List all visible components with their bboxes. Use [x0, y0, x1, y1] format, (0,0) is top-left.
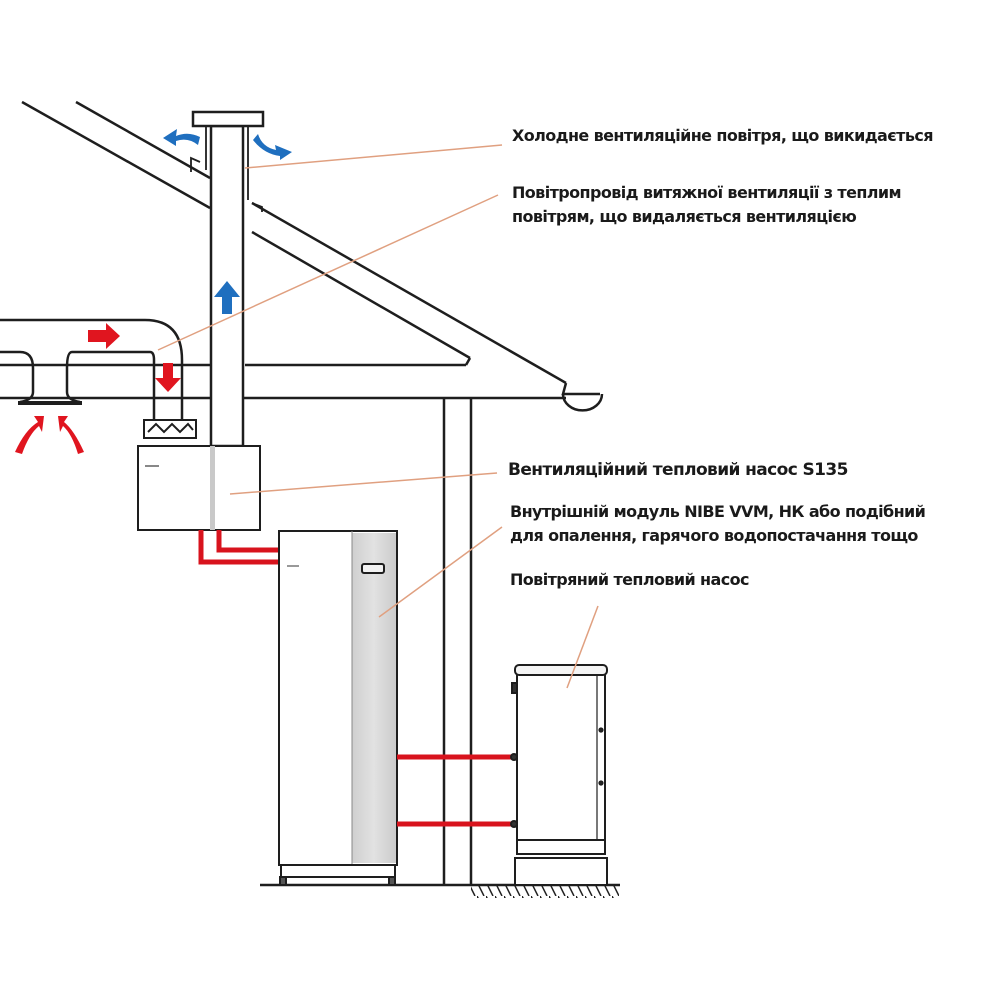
chimney-cap — [191, 110, 265, 128]
display-panel — [361, 563, 385, 574]
filter-box — [143, 419, 197, 439]
arrow-curved-up-left-icon — [58, 416, 84, 454]
label-exhaust-duct-line1: Повітропровід витяжної вентиляції з тепл… — [512, 183, 902, 202]
outdoor-unit-stand — [514, 857, 608, 886]
label-air-heat-pump: Повітряний тепловий насос — [510, 570, 749, 589]
exhaust-duct — [191, 110, 265, 448]
flashing-left — [190, 156, 201, 172]
house-wall — [442, 398, 473, 885]
flashing-right — [251, 202, 263, 212]
roof-outer-left — [21, 100, 211, 210]
leader-air-heat-pump — [566, 605, 599, 689]
gutter — [561, 393, 604, 412]
pipes-vent-to-module — [198, 530, 278, 565]
arrow-up-icon — [214, 281, 240, 314]
label-exhaust-air: Холодне вентиляційне повітря, що викидає… — [512, 126, 933, 145]
leader-exhaust-air — [244, 144, 503, 169]
arrow-curved-right-icon — [253, 134, 292, 160]
label-indoor-module-line1: Внутрішній модуль NIBE VVM, НК або подіб… — [510, 502, 926, 521]
roof-inner-left — [75, 100, 211, 180]
label-vent-heat-pump: Вентиляційний тепловий насос S135 — [508, 460, 848, 480]
nibe-logo — [287, 565, 299, 567]
roof-eave — [561, 382, 600, 396]
roof-inner-tip — [464, 357, 472, 366]
duct-outer — [0, 318, 184, 420]
leader-indoor-module — [378, 526, 503, 618]
warm-air-arrows — [15, 323, 181, 454]
leader-exhaust-duct — [157, 194, 499, 351]
ground — [260, 883, 620, 898]
module-base — [280, 864, 396, 878]
arrow-right-icon — [88, 323, 120, 349]
label-indoor-module-line2: для опалення, гарячого водопостачання то… — [510, 526, 918, 545]
pipes-module-to-outdoor — [397, 754, 512, 827]
intake-duct — [0, 318, 184, 420]
indoor-module-unit — [278, 530, 398, 886]
ventilation-heat-pump-unit — [137, 445, 261, 531]
duct-left-branch — [0, 350, 35, 404]
label-exhaust-duct-line2: повітрям, що видаляється вентиляцією — [512, 207, 857, 226]
arrow-curved-up-right-icon — [15, 416, 44, 454]
arrow-curved-left-icon — [163, 129, 200, 146]
leader-lines — [157, 144, 599, 689]
filter-zigzag — [147, 422, 194, 434]
nibe-logo — [145, 465, 159, 467]
duct-inner-top — [71, 350, 156, 420]
roof-inner-right — [251, 230, 471, 360]
cold-air-arrows — [163, 129, 292, 314]
arrow-down-icon — [155, 363, 181, 392]
duct-right-branch — [65, 350, 81, 404]
leader-vent-heat-pump — [229, 472, 498, 495]
roof-outer-right — [251, 201, 567, 385]
air-heat-pump-unit — [510, 664, 608, 886]
roof — [0, 100, 604, 412]
